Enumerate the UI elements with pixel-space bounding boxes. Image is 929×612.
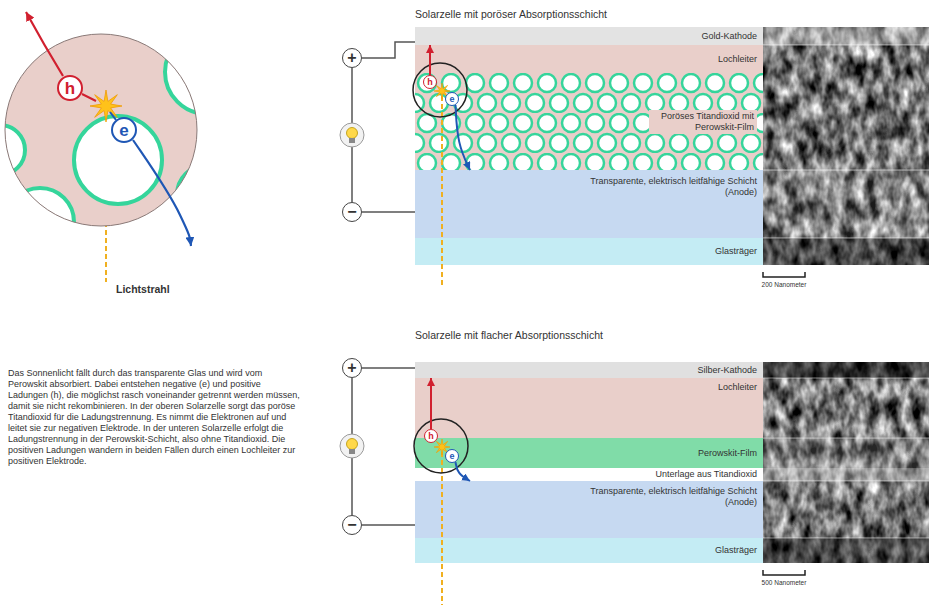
layer-label: Lochleiter xyxy=(718,54,757,65)
sem-image xyxy=(763,362,929,563)
glass-fill xyxy=(415,538,763,563)
wire xyxy=(362,42,415,58)
layer-fills xyxy=(415,362,763,563)
wire xyxy=(362,524,415,526)
zoom-ring xyxy=(413,63,467,117)
polarity-sign: − xyxy=(347,517,356,533)
zoom-view xyxy=(0,30,249,272)
description-text: Das Sonnenlicht fällt durch das transpar… xyxy=(8,368,300,467)
layer-label: Glasträger xyxy=(715,246,757,257)
glass-fill xyxy=(415,238,763,265)
layer-label: Perowskit-Film xyxy=(698,448,757,459)
electrode-terminal: − xyxy=(342,202,362,222)
hole-conductor-fill xyxy=(415,45,763,73)
charge-circle: h xyxy=(57,75,83,101)
layer-band: Glasträger xyxy=(415,238,763,265)
electrode-terminal: − xyxy=(342,515,362,535)
absorption-star xyxy=(90,90,122,122)
layer-label: Transparente, elektrisch leitfähige Schi… xyxy=(582,486,757,508)
section-heading: Solarzelle mit poröser Absorptionsschich… xyxy=(415,8,755,21)
sem-shade xyxy=(763,468,929,481)
layer-band: Transparente, elektrisch leitfähige Schi… xyxy=(415,170,763,238)
cathode-fill xyxy=(415,362,763,378)
connectors xyxy=(352,42,470,525)
layer-label: Lochleiter xyxy=(718,382,757,393)
section-heading: Solarzelle mit flacher Absorptionsschich… xyxy=(415,329,755,342)
light-label: Lichtstrahl xyxy=(116,283,206,296)
bulb-symbol xyxy=(340,123,364,147)
layer-band: Unterlage aus Titandioxid xyxy=(415,468,763,481)
layer-fills xyxy=(415,27,763,265)
electron-arrow xyxy=(456,462,471,481)
charge-letter: e xyxy=(119,122,128,139)
anode-fill xyxy=(415,481,763,538)
electrode-terminal: + xyxy=(342,48,362,68)
layer-band: Perowskit-Film xyxy=(415,438,763,468)
charge-circle: h xyxy=(423,75,437,89)
light-ray xyxy=(441,452,443,605)
layer-label: Gold-Kathode xyxy=(701,31,757,42)
layer-band: Glasträger xyxy=(415,538,763,563)
sem-shade xyxy=(763,238,929,265)
hole-arrow xyxy=(26,12,63,76)
sem-image xyxy=(763,27,929,265)
anode-fill xyxy=(415,170,763,238)
polarity-sign: − xyxy=(347,204,356,220)
layer-band: Lochleiter xyxy=(415,378,763,438)
scale-label: 200 Nanometer xyxy=(754,281,814,289)
charge-circle: h xyxy=(424,429,438,443)
layer-label: Poröses Titandioxid mit Perowskit-Film xyxy=(649,110,757,134)
hole-conductor-fill xyxy=(415,378,763,438)
layer-label: Unterlage aus Titandioxid xyxy=(655,469,757,480)
layer-band: Poröses Titandioxid mit Perowskit-Film xyxy=(415,73,763,170)
hole-path xyxy=(82,94,96,101)
sem-boundary xyxy=(763,45,929,238)
layer-band: Lochleiter xyxy=(415,45,763,73)
layer-band: Transparente, elektrisch leitfähige Schi… xyxy=(415,481,763,538)
charge-circle: e xyxy=(445,92,459,106)
wire xyxy=(362,367,415,369)
scale-bar xyxy=(763,272,805,277)
charge-letter: h xyxy=(427,78,433,87)
electron-arrow xyxy=(456,105,471,170)
light-ray xyxy=(441,96,443,285)
titania-spheres xyxy=(0,30,249,272)
polarity-sign: + xyxy=(347,360,356,376)
wire xyxy=(362,211,415,213)
sem-shade xyxy=(763,362,929,378)
bulb-symbol xyxy=(340,434,364,458)
sem-texture xyxy=(763,362,929,563)
sem-shade xyxy=(763,438,929,468)
zoom-ring xyxy=(414,419,468,473)
layer-band: Gold-Kathode xyxy=(415,27,763,45)
polarity-sign: + xyxy=(347,50,356,66)
charge-circle: e xyxy=(445,449,459,463)
sem-shade xyxy=(763,538,929,563)
charge-circle: e xyxy=(111,117,137,143)
charge-letter: h xyxy=(65,80,75,97)
charge-letter: e xyxy=(449,95,454,104)
sem-shade xyxy=(763,27,929,45)
sem-boundary xyxy=(763,378,929,538)
sem-shade xyxy=(763,170,929,238)
scale-label: 500 Nanometer xyxy=(754,579,814,587)
layer-label: Silber-Kathode xyxy=(697,365,757,376)
charge-letter: e xyxy=(449,452,454,461)
sem-texture xyxy=(763,27,929,265)
charge-letter: h xyxy=(428,432,434,441)
cathode-fill xyxy=(415,27,763,45)
scale-bar xyxy=(763,570,805,575)
hole-arrow xyxy=(430,378,432,429)
electron-arrow xyxy=(133,140,191,246)
layer-label: Transparente, elektrisch leitfähige Schi… xyxy=(582,176,757,198)
hole-arrow xyxy=(429,45,431,75)
layer-band: Silber-Kathode xyxy=(415,362,763,378)
layer-label: Glasträger xyxy=(715,545,757,556)
zoom-outline xyxy=(5,34,197,226)
electrode-terminal: + xyxy=(342,358,362,378)
